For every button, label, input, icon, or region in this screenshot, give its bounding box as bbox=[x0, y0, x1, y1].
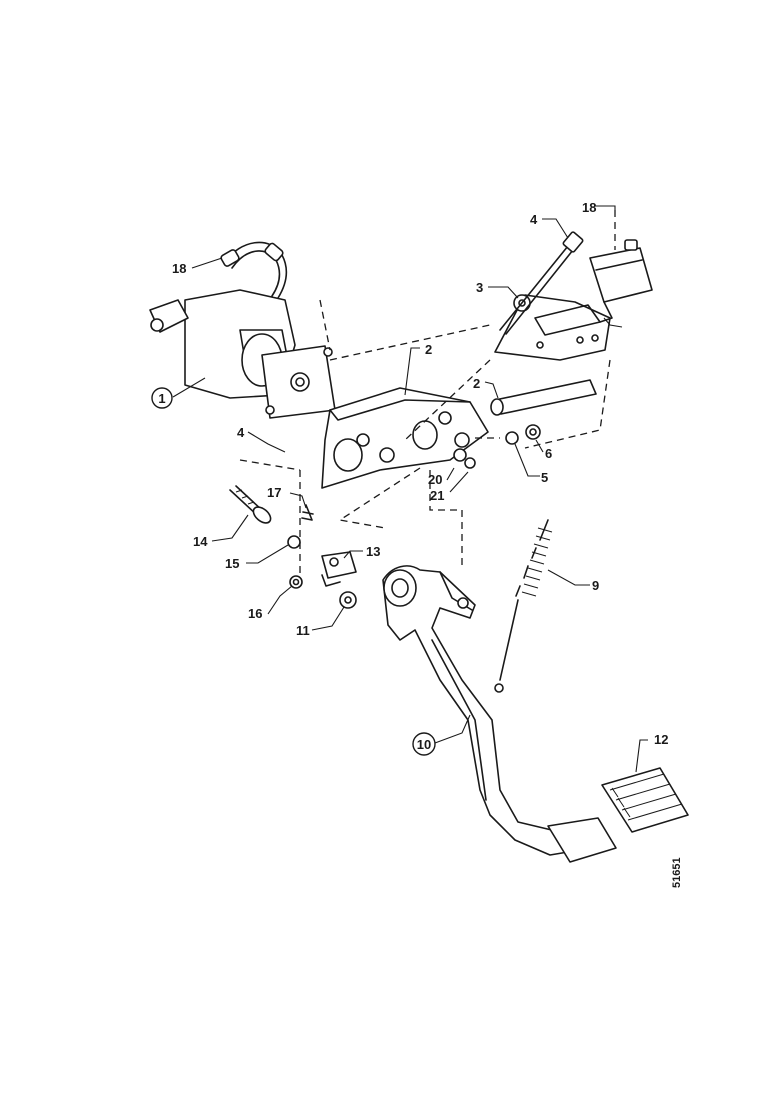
callout-3: 3 bbox=[476, 280, 483, 295]
svg-text:1: 1 bbox=[158, 391, 165, 406]
fluid-hose bbox=[220, 241, 288, 299]
callout-18-hose: 18 bbox=[172, 261, 186, 276]
pedal-footplate bbox=[547, 817, 617, 863]
callout-5: 5 bbox=[541, 470, 548, 485]
callout-14: 14 bbox=[193, 534, 208, 549]
callout-18-switch: 18 bbox=[582, 200, 596, 215]
callout-2-bracket: 2 bbox=[425, 342, 432, 357]
callout-13: 13 bbox=[366, 544, 380, 559]
bushings bbox=[453, 448, 476, 469]
pushrod-assembly bbox=[229, 485, 357, 609]
callout-4-lower: 4 bbox=[237, 425, 245, 440]
callout-20: 20 bbox=[428, 472, 442, 487]
callout-9: 9 bbox=[592, 578, 599, 593]
bolt-upper bbox=[499, 231, 584, 335]
callout-6: 6 bbox=[545, 446, 552, 461]
callout-labels: 1 18 2 2 3 4 18 4 5 6 9 10 11 12 13 14 1… bbox=[151, 200, 668, 756]
callout-17: 17 bbox=[267, 485, 281, 500]
callout-4-upper: 4 bbox=[530, 212, 538, 227]
leader-lines bbox=[172, 205, 648, 773]
callout-11: 11 bbox=[296, 623, 310, 638]
pedal-pad bbox=[601, 767, 689, 833]
pivot-shaft bbox=[490, 379, 597, 416]
master-cylinder bbox=[149, 289, 336, 419]
callout-10: 10 bbox=[412, 732, 436, 756]
pedal-bracket bbox=[321, 387, 489, 489]
reference-number: 51651 bbox=[671, 857, 683, 888]
return-spring bbox=[499, 519, 553, 681]
assembly-lines bbox=[239, 210, 616, 575]
callout-1: 1 bbox=[151, 387, 173, 409]
callout-21: 21 bbox=[430, 488, 444, 503]
callout-2-shaft: 2 bbox=[473, 376, 480, 391]
upper-mounting-plate bbox=[494, 294, 611, 361]
callout-15: 15 bbox=[225, 556, 239, 571]
pedal-arm bbox=[382, 565, 569, 856]
callout-12: 12 bbox=[654, 732, 668, 747]
callout-16: 16 bbox=[248, 606, 262, 621]
nut-and-washer bbox=[505, 424, 541, 445]
clutch-switch bbox=[589, 239, 653, 323]
svg-text:10: 10 bbox=[417, 737, 431, 752]
